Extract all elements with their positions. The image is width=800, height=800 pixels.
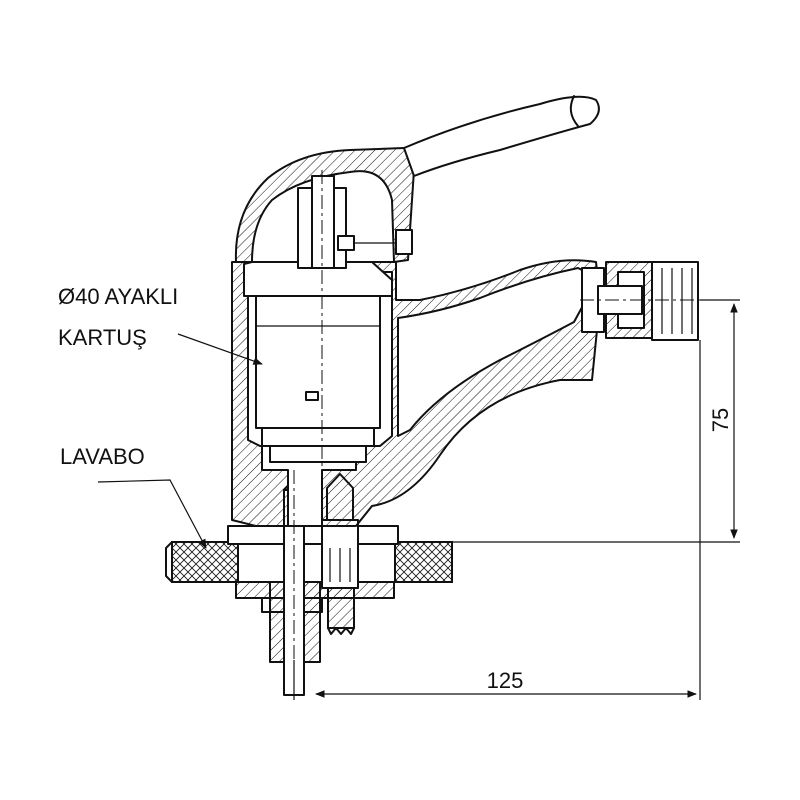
outlet-connector xyxy=(581,261,699,341)
centre-lines xyxy=(293,170,700,698)
countertop xyxy=(165,541,453,583)
cartridge xyxy=(243,261,393,463)
width-dimension-label: 125 xyxy=(487,668,524,693)
lever-handle xyxy=(234,95,600,269)
height-dimension-label: 75 xyxy=(708,408,733,432)
cartridge-callout: Ø40 AYAKLI KARTUŞ xyxy=(58,284,263,365)
basin-callout: LAVABO xyxy=(60,444,207,549)
basin-label: LAVABO xyxy=(60,444,145,469)
dimension-width: 125 xyxy=(293,340,701,700)
dimension-height: 75 xyxy=(452,299,740,543)
cartridge-label-line2: KARTUŞ xyxy=(58,325,147,350)
cartridge-label-line1: Ø40 AYAKLI xyxy=(58,284,178,309)
